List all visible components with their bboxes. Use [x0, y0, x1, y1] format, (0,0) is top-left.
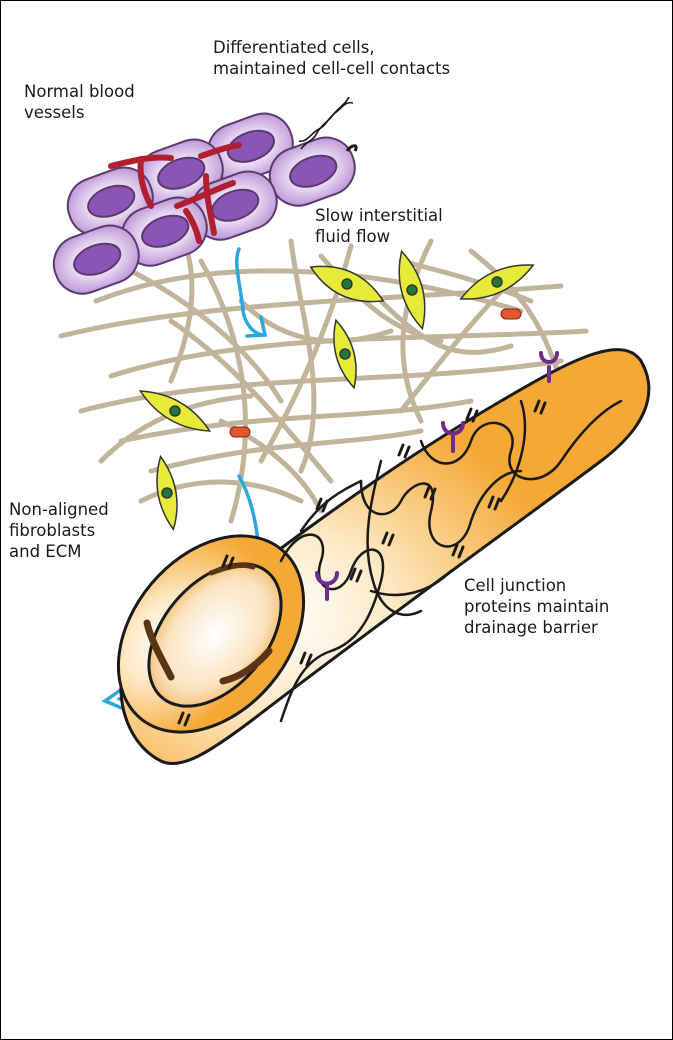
label-line: drainage barrier [464, 617, 609, 638]
label-line: proteins maintain [464, 596, 609, 617]
label-line: fluid flow [315, 226, 443, 247]
label-differentiated-cells: Differentiated cells, maintained cell-ce… [213, 37, 450, 79]
label-interstitial-flow: Slow interstitial fluid flow [315, 205, 443, 247]
label-line: fibroblasts [9, 520, 109, 541]
label-normal-blood-vessels: Normal blood vessels [24, 81, 135, 123]
label-line: maintained cell-cell contacts [213, 58, 450, 79]
label-line: Differentiated cells, [213, 37, 450, 58]
label-line: Non-aligned [9, 499, 109, 520]
label-line: Cell junction [464, 575, 609, 596]
label-line: Slow interstitial [315, 205, 443, 226]
label-line: and ECM [9, 541, 109, 562]
label-cell-junction: Cell junction proteins maintain drainage… [464, 575, 609, 638]
label-line: Normal blood [24, 81, 135, 102]
label-line: vessels [24, 102, 135, 123]
label-fibroblasts-ecm: Non-aligned fibroblasts and ECM [9, 499, 109, 562]
